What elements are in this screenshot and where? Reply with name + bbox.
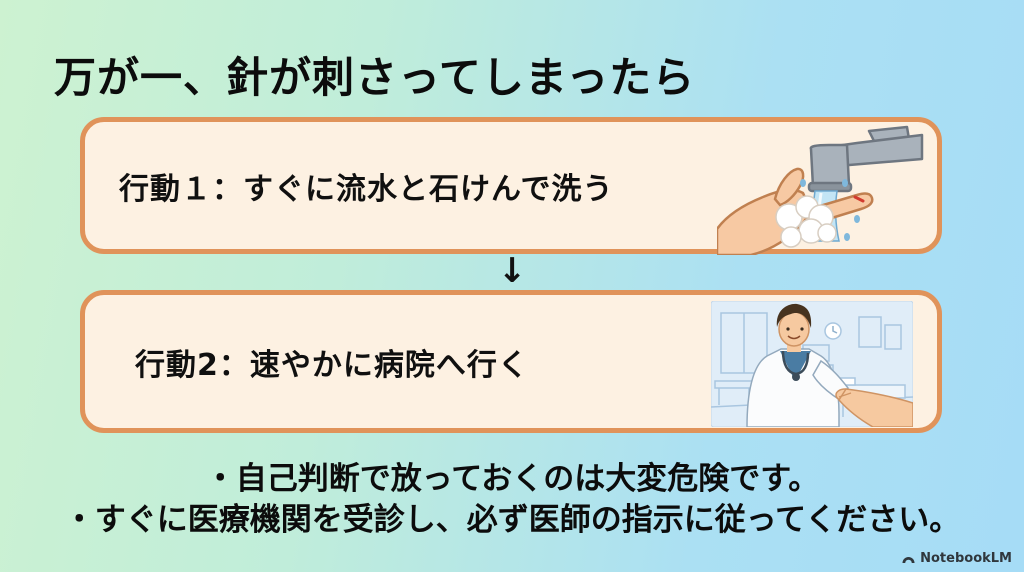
notebooklm-logo-icon: [902, 556, 915, 563]
step-1-box: 行動１：すぐに流水と石けんで洗う: [80, 117, 942, 257]
down-arrow-icon: ↓: [497, 251, 527, 291]
watermark-label: NotebookLM: [920, 551, 1012, 566]
note-line-2: ・すぐに医療機関を受診し、必ず医師の指示に従ってください。: [63, 502, 961, 538]
step-2-label: 行動2：速やかに病院へ行く: [135, 347, 529, 383]
doctor-exam-icon: [710, 300, 914, 428]
handwashing-icon: [715, 125, 924, 257]
note-line-1: ・自己判断で放っておくのは大変危険です。: [204, 461, 820, 497]
doctor-exam-illustration: [710, 300, 914, 431]
step-1-label: 行動１：すぐに流水と石けんで洗う: [119, 171, 614, 207]
step-2-box: 行動2：速やかに病院へ行く: [80, 290, 942, 433]
handwashing-illustration: [715, 125, 927, 259]
page-title: 万が一、針が刺さってしまったら: [54, 53, 696, 102]
notebooklm-watermark: NotebookLM: [901, 551, 1012, 566]
notes: ・自己判断で放っておくのは大変危険です。 ・すぐに医療機関を受診し、必ず医師の指…: [0, 459, 1024, 541]
